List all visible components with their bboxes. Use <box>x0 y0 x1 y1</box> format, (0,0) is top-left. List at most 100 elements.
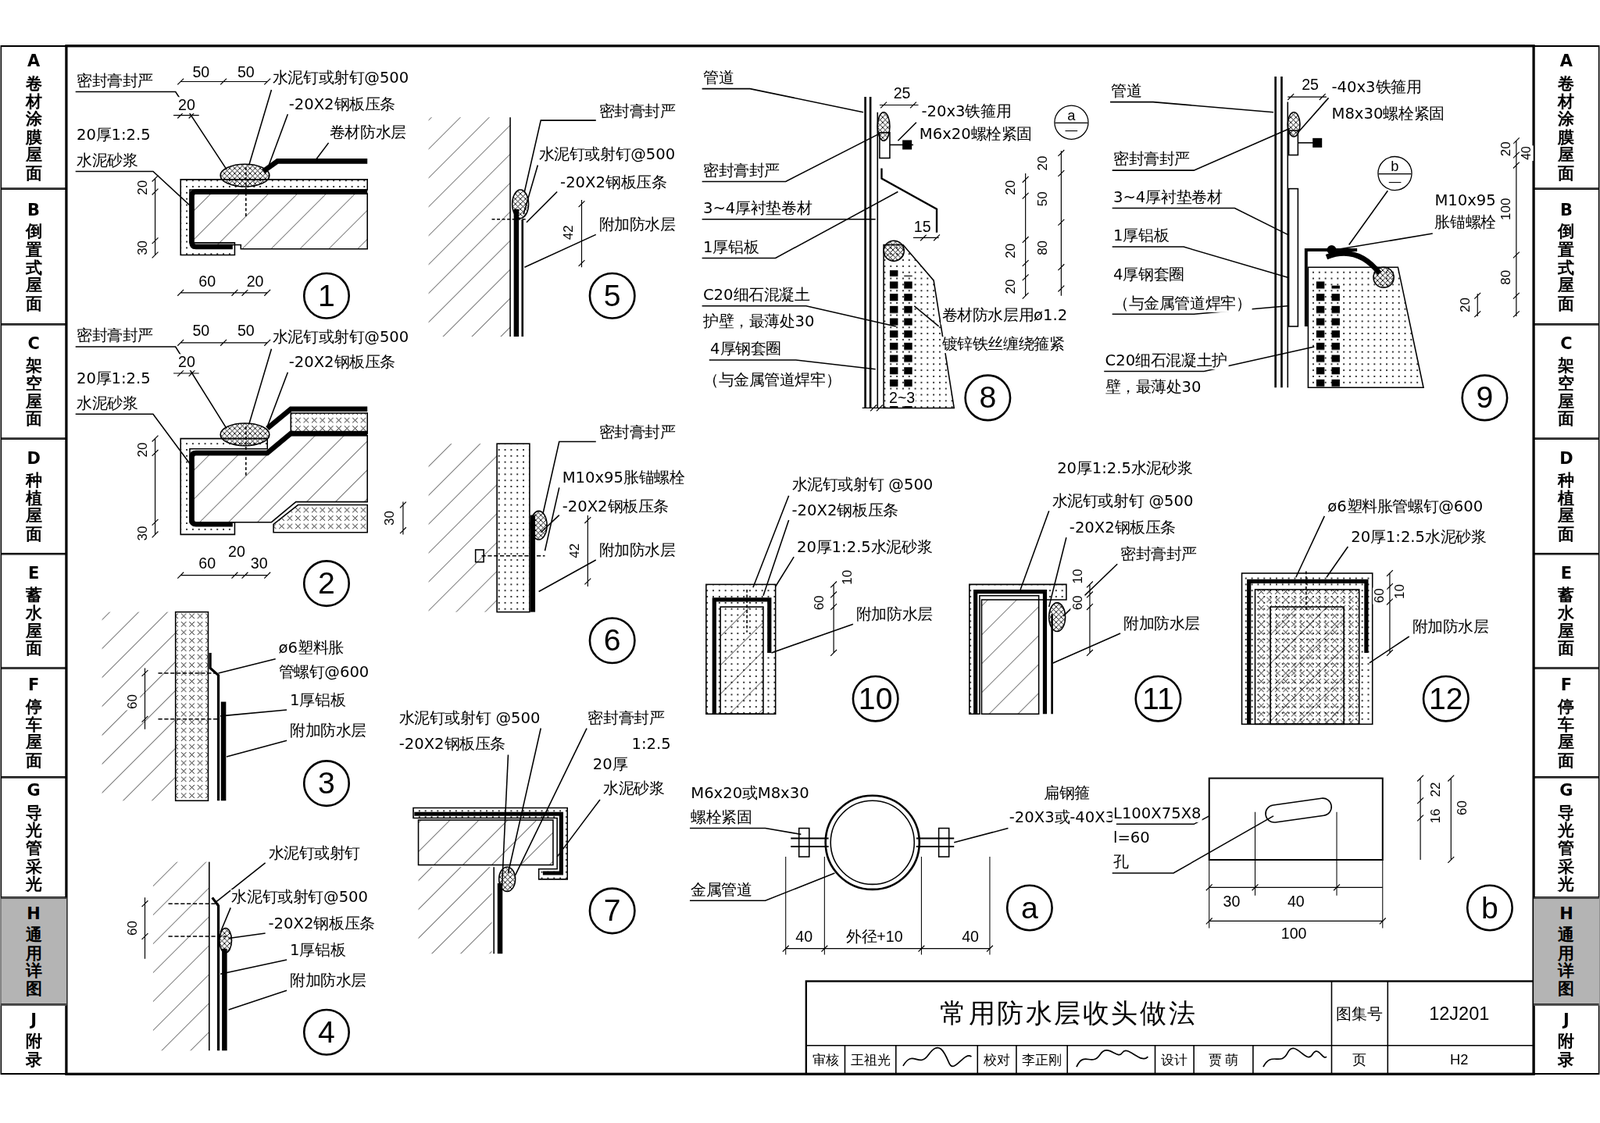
annotation: -20X2钢板压条 <box>267 916 376 933</box>
detail-12 <box>1369 636 1410 664</box>
annotation: 附加防水层 <box>289 973 368 990</box>
callout-number: 11 <box>1134 675 1182 723</box>
annotation: 胀锚螺栓 <box>1433 215 1497 233</box>
annotation: 卷材防水层 <box>328 125 408 143</box>
detail-b <box>1209 812 1383 929</box>
detail-12 <box>1255 589 1360 725</box>
detail-3 <box>175 612 209 802</box>
detail-9 <box>1373 267 1394 288</box>
dimension-value: 100 <box>1499 196 1514 222</box>
dimension-value: 20 <box>1035 154 1050 172</box>
annotation: 附加防水层 <box>855 607 935 624</box>
annotation: l=60 <box>1112 830 1151 847</box>
tab-title: 蓄水屋面 <box>1557 586 1575 659</box>
dimension-value: 20 <box>1003 278 1018 296</box>
tab-letter: B <box>25 200 43 219</box>
dimension-value: 60 <box>197 273 217 290</box>
detail-11 <box>1063 564 1118 617</box>
detail-9 <box>1307 267 1424 388</box>
detail-9 <box>1110 102 1274 113</box>
detail-11 <box>1053 633 1121 664</box>
detail-6 <box>530 510 547 540</box>
detail-a <box>785 857 990 955</box>
detail-b <box>1112 778 1383 929</box>
detail-8 <box>903 140 911 149</box>
annotation: -20X2钢板压条 <box>559 175 668 193</box>
detail-2 <box>75 346 368 535</box>
detail-5 <box>428 117 511 337</box>
detail-7 <box>502 755 509 886</box>
callout-text: 6 <box>603 623 622 658</box>
section-tab: A卷材涂膜屋面 <box>0 46 67 190</box>
title-block-cell: H2 <box>1449 1052 1470 1068</box>
dimension-line <box>1513 137 1520 318</box>
dimension-line <box>1287 93 1327 100</box>
dimension-line <box>1057 150 1065 297</box>
dimension-value: 25 <box>1300 76 1320 93</box>
dimension-line <box>830 581 837 656</box>
annotation: 20厚1:2.5 <box>75 371 152 389</box>
detail-5 <box>521 219 524 337</box>
annotation: 密封膏封严 <box>1112 152 1192 169</box>
dimension-value: 25 <box>892 85 911 102</box>
tab-title: 停车屋面 <box>1557 698 1575 771</box>
dimension-value: 20 <box>1458 296 1473 315</box>
callout-text: 3 <box>317 766 336 801</box>
detail-4 <box>228 933 266 940</box>
detail-9 <box>1103 76 1433 388</box>
detail-6 <box>482 555 546 558</box>
tab-letter: G <box>25 782 43 800</box>
dimension-value: 30 <box>135 239 150 258</box>
annotation: 管道 <box>1110 83 1143 100</box>
annotation: （与金属管道焊牢） <box>702 372 843 390</box>
annotation: M6x20螺栓紧固 <box>918 126 1034 143</box>
tab-letter: B <box>1557 200 1575 219</box>
detail-4 <box>168 903 227 937</box>
tab-letter: D <box>25 449 43 468</box>
dimension-value: 16 <box>1428 807 1443 825</box>
tab-title: 导光管采光 <box>25 803 43 894</box>
dimension-value: 10 <box>1070 567 1085 586</box>
callout-text: — <box>1389 174 1402 189</box>
title-block-cell: 页 <box>1350 1052 1368 1068</box>
detail-3 <box>102 612 287 802</box>
section-marker: a— <box>1053 105 1089 140</box>
title-block <box>1076 1050 1148 1068</box>
detail-8 <box>897 122 917 142</box>
callout-text: 7 <box>603 893 622 929</box>
detail-3 <box>226 740 287 758</box>
detail-8 <box>914 306 939 327</box>
title-block-cell: 审核 <box>810 1053 840 1068</box>
detail-8 <box>702 134 879 182</box>
detail-8 <box>889 270 898 408</box>
tab-letter: J <box>25 1010 43 1029</box>
detail-3 <box>157 673 218 720</box>
dimension-value: 外径+10 <box>845 928 904 946</box>
tab-letter: J <box>1557 1010 1575 1029</box>
tab-letter: C <box>1557 334 1575 353</box>
detail-a <box>689 796 1008 956</box>
annotation: 水泥钉或射钉 <box>267 846 361 863</box>
dimension-line <box>1206 884 1383 891</box>
annotation: 附加防水层 <box>597 542 677 560</box>
annotation: -20X2钢板压条 <box>1068 520 1178 537</box>
detail-7 <box>499 867 516 892</box>
detail-a <box>689 828 801 836</box>
detail-1 <box>267 114 288 170</box>
annotation: 附加防水层 <box>1410 619 1490 636</box>
annotation: 密封膏封严 <box>597 103 677 121</box>
dimension-line <box>862 405 889 412</box>
dimension-value: 30 <box>250 555 269 572</box>
annotation: 螺栓紧固 <box>689 810 754 827</box>
detail-b <box>1112 816 1274 874</box>
dimension-value: 60 <box>812 594 827 612</box>
title-block-cell: 贾 萌 <box>1207 1053 1240 1068</box>
detail-4 <box>228 990 287 1011</box>
callout-text: 2 <box>317 566 336 601</box>
tab-title: 倒置式屋面 <box>1557 222 1575 313</box>
dimension-value: 40 <box>794 928 814 946</box>
detail-1 <box>249 89 272 166</box>
detail-9 <box>1289 189 1299 327</box>
detail-1 <box>75 92 227 170</box>
